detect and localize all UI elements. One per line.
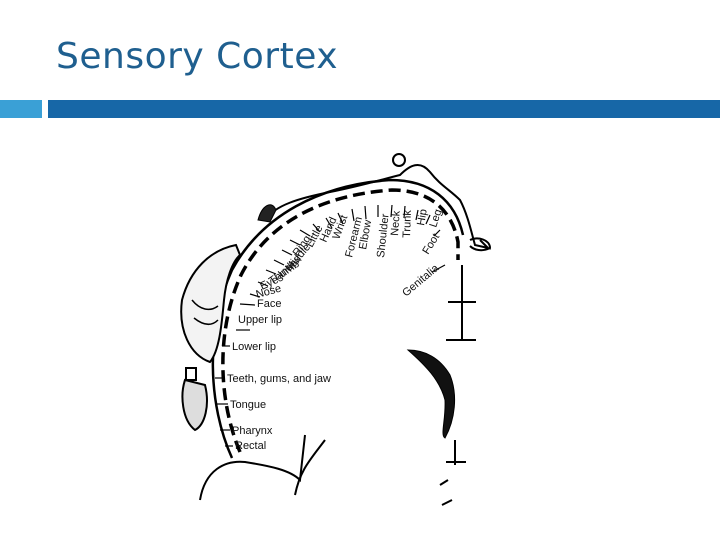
cortex-dashed-line bbox=[221, 188, 460, 453]
homunculus-lips bbox=[191, 299, 219, 325]
label-pharynx: Pharynx bbox=[232, 425, 273, 437]
label-neck: Neck bbox=[389, 210, 403, 236]
homunculus-body bbox=[264, 164, 492, 250]
homunculus-hand bbox=[257, 204, 277, 223]
homunculus-jaw bbox=[181, 378, 208, 432]
label-hip: Hip bbox=[415, 208, 430, 226]
label-genitalia: Genitalia bbox=[400, 262, 442, 300]
homunculus-head-mark bbox=[392, 153, 406, 167]
lower-cortex-edge bbox=[199, 434, 306, 501]
label-lower-lip: Lower lip bbox=[232, 341, 276, 353]
label-face: Face bbox=[257, 298, 281, 310]
label-foot: Foot bbox=[420, 232, 442, 257]
label-leg: Leg bbox=[427, 208, 444, 229]
medial-wall-bottom bbox=[439, 440, 466, 506]
homunculus-face bbox=[180, 243, 242, 364]
lower-ridge bbox=[294, 439, 326, 496]
accent-bar-light bbox=[0, 100, 42, 118]
label-shoulder: Shoulder bbox=[375, 213, 392, 258]
label-tongue: Tongue bbox=[230, 399, 266, 411]
cortex-outer-edge bbox=[211, 178, 465, 459]
teeth-mark bbox=[185, 367, 197, 381]
accent-bar-dark bbox=[48, 100, 720, 118]
label-rectal: Rectal bbox=[235, 440, 266, 452]
homunculus-foot bbox=[469, 237, 492, 252]
ventricle-shape bbox=[406, 349, 455, 439]
label-trunk: Trunk bbox=[401, 209, 414, 238]
medial-wall-top bbox=[446, 265, 476, 341]
label-teeth: Teeth, gums, and jaw bbox=[227, 373, 331, 385]
label-elbow: Elbow bbox=[357, 219, 374, 251]
label-upper-lip: Upper lip bbox=[238, 314, 282, 326]
slide-title: Sensory Cortex bbox=[56, 36, 339, 77]
label-ticks bbox=[215, 204, 446, 447]
